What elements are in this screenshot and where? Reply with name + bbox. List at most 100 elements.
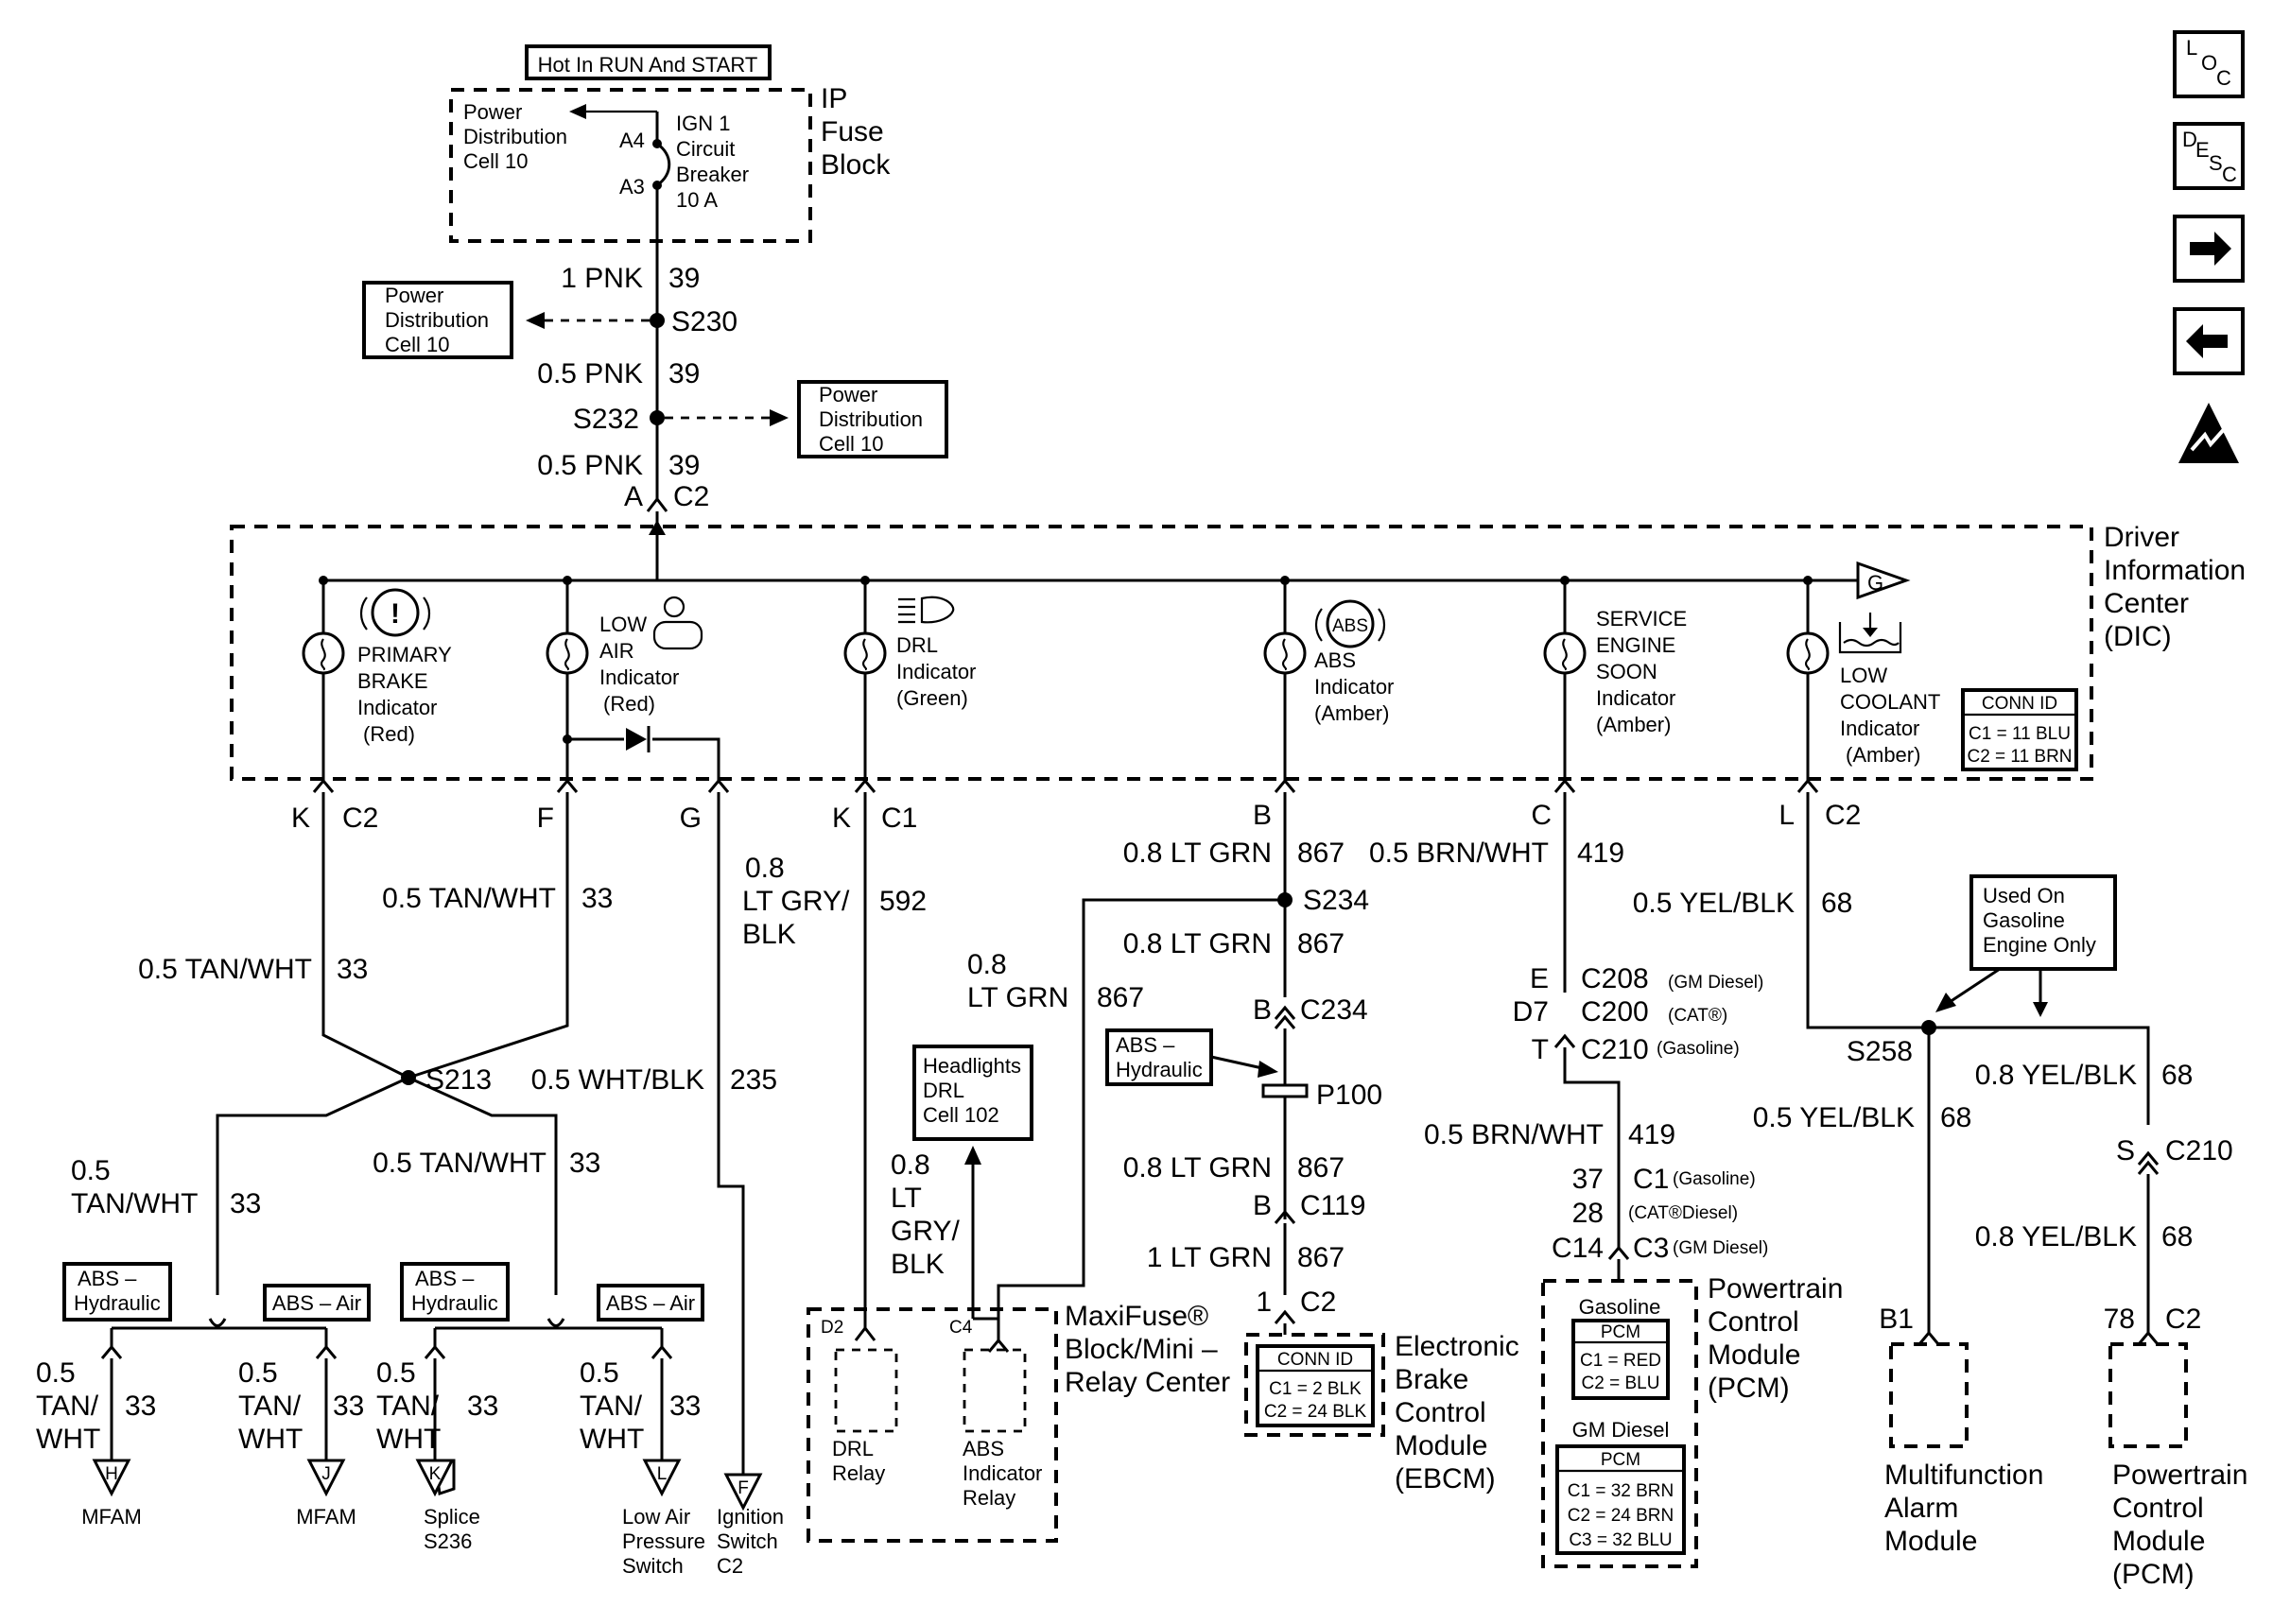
air-label-4: (Red)	[603, 692, 655, 716]
mfam-box	[1889, 1342, 1969, 1448]
ses-circuit: 0.5 BRN/WHT 419 E C208 (GM Diesel) D7 C2…	[1369, 792, 1843, 1568]
coolant-label-3: Indicator	[1840, 717, 1919, 740]
pdc-left-1: Power	[385, 284, 443, 307]
abs-n4: 867	[1297, 1242, 1345, 1273]
headlights-1: Headlights	[923, 1054, 1021, 1078]
c234-connector	[1274, 1005, 1296, 1029]
abs-icon	[1326, 599, 1375, 648]
desc-button[interactable]: D E S C	[2173, 122, 2245, 190]
coolant-wire	[1806, 792, 2150, 1125]
coolant-n3: 68	[2161, 1060, 2193, 1091]
used-on-pointer-left	[1949, 967, 2001, 1004]
branch-f-dest-1: Ignition	[717, 1505, 784, 1529]
ses-n2: 419	[1628, 1119, 1675, 1150]
loc-button[interactable]: L O C	[2173, 30, 2245, 98]
branch-h-wire-2: TAN/	[36, 1391, 99, 1422]
drl-wire3-1: 0.8	[967, 949, 1007, 980]
bulb-icon	[843, 631, 887, 675]
s230-arrow	[526, 312, 545, 329]
headlights-drl-box	[912, 1045, 1033, 1141]
pdc-right-1: Power	[819, 383, 877, 406]
ses-c28-note: (CAT®Diesel)	[1628, 1203, 1738, 1223]
esd-warning-icon	[2178, 403, 2239, 463]
dic-conn-id-title: CONN ID	[1982, 694, 2057, 714]
abs-hydraulic-box-right	[400, 1262, 510, 1322]
next-button[interactable]	[2173, 215, 2245, 283]
c119-pin: B	[1253, 1190, 1272, 1221]
abs-air-box-right	[597, 1284, 704, 1322]
abs-hyd-right-1: ABS –	[415, 1267, 475, 1290]
loc-button-frame[interactable]	[2173, 30, 2245, 98]
abs-relay-feed	[997, 898, 1285, 1340]
pdc-right-box	[797, 380, 948, 458]
lower-right-wire: 0.5 TAN/WHT	[373, 1148, 547, 1179]
abs-label-2: Indicator	[1314, 675, 1394, 699]
ses-d7: D7	[1513, 996, 1549, 1028]
coolant-w1: 0.5 YEL/BLK	[1633, 888, 1795, 919]
pcm-gas-box	[1571, 1319, 1670, 1400]
drl-wire3-2: LT GRN	[967, 982, 1068, 1013]
branch-j-wire-3: WHT	[238, 1424, 303, 1455]
breaker-1: IGN 1	[676, 112, 730, 135]
abs-circuit: 0.8 LT GRN 867 S234 0.8 LT GRN 867 B C23…	[1105, 792, 1519, 1494]
used-on-2: Gasoline	[1983, 908, 2065, 932]
pin-a3: A3	[619, 175, 645, 199]
mfam-chevron	[1917, 1330, 1940, 1345]
feed-c3: 39	[668, 450, 700, 481]
ses-c210: C210	[1581, 1034, 1649, 1065]
right-arrow-icon	[2190, 232, 2231, 266]
pcm-name-1: Powertrain	[1708, 1273, 1843, 1304]
feed-wire2: 0.5 PNK	[537, 358, 643, 389]
prev-button[interactable]	[2173, 307, 2245, 375]
filament-icon	[320, 638, 326, 671]
branch-l-ref-triangle	[642, 1459, 682, 1497]
branch-j: 0.5 TAN/ WHT 33 J MFAM	[238, 1357, 364, 1529]
abs-icon-text: ABS	[1332, 616, 1368, 636]
drl-wire-3: BLK	[742, 919, 796, 950]
loc-l: L	[2186, 36, 2197, 60]
ses-p28: 28	[1572, 1198, 1604, 1229]
pin-b: B	[1253, 800, 1272, 831]
pcm-gas-title: PCM	[1601, 1322, 1640, 1342]
branch-k: 0.5 TAN/ WHT 33 K Splice S236	[376, 1357, 498, 1553]
drl-num3: 867	[1097, 982, 1144, 1013]
filament-icon	[1561, 638, 1568, 671]
used-on-arrow-left	[1935, 993, 1956, 1012]
coolant-c210-connector	[2137, 1150, 2160, 1175]
pcm-diesel-c1: C1 = 32 BRN	[1568, 1481, 1674, 1501]
abs-relay-1: ABS	[963, 1437, 1004, 1460]
dic-conn-id-c2: C2 = 11 BRN	[1967, 747, 2072, 767]
abs-label-3: (Amber)	[1314, 701, 1389, 725]
abs-air-left: ABS – Air	[272, 1291, 361, 1315]
pin-l-c2: C2	[1825, 800, 1861, 831]
coolant-p78: 78	[2104, 1304, 2135, 1335]
lower-left-wire-1: 0.5	[71, 1155, 111, 1186]
used-on-box	[1969, 874, 2117, 971]
pcm2-2: Control	[2112, 1493, 2204, 1524]
ip-fuse-name-2: Fuse	[821, 116, 884, 147]
dic-conn-id-box	[1961, 688, 2078, 771]
abs-w2: 0.8 LT GRN	[1123, 928, 1272, 959]
drl-wire2-1: 0.8	[891, 1149, 930, 1181]
brake-right-num: 33	[581, 883, 613, 914]
branch-j-letter: J	[321, 1464, 331, 1484]
ebcm-1: Electronic	[1395, 1331, 1519, 1362]
dic-name-3: Center	[2104, 588, 2189, 619]
branch-h-letter: H	[105, 1464, 118, 1484]
ip-fuse-outline	[449, 88, 812, 243]
maxifuse-c4: C4	[949, 1318, 973, 1338]
desc-button-frame[interactable]	[2173, 122, 2245, 190]
branch-l-num: 33	[669, 1391, 701, 1422]
ebcm-5: (EBCM)	[1395, 1463, 1496, 1494]
diode-icon	[626, 728, 647, 751]
drl-circuit: 0.8 LT GRY/ BLK 592 Headlights DRL Cell …	[742, 792, 1285, 1543]
circuit-breaker-symbol	[655, 112, 671, 241]
abs-n1: 867	[1297, 838, 1345, 869]
ses-label-3: SOON	[1596, 660, 1657, 683]
loc-c: C	[2216, 66, 2231, 90]
bulb-icon	[1786, 631, 1830, 675]
pin-chevrons	[312, 778, 1819, 793]
ses-conn-upper	[1553, 1033, 1576, 1048]
drl-beam-icon	[898, 597, 915, 624]
desc-c: C	[2222, 163, 2237, 186]
